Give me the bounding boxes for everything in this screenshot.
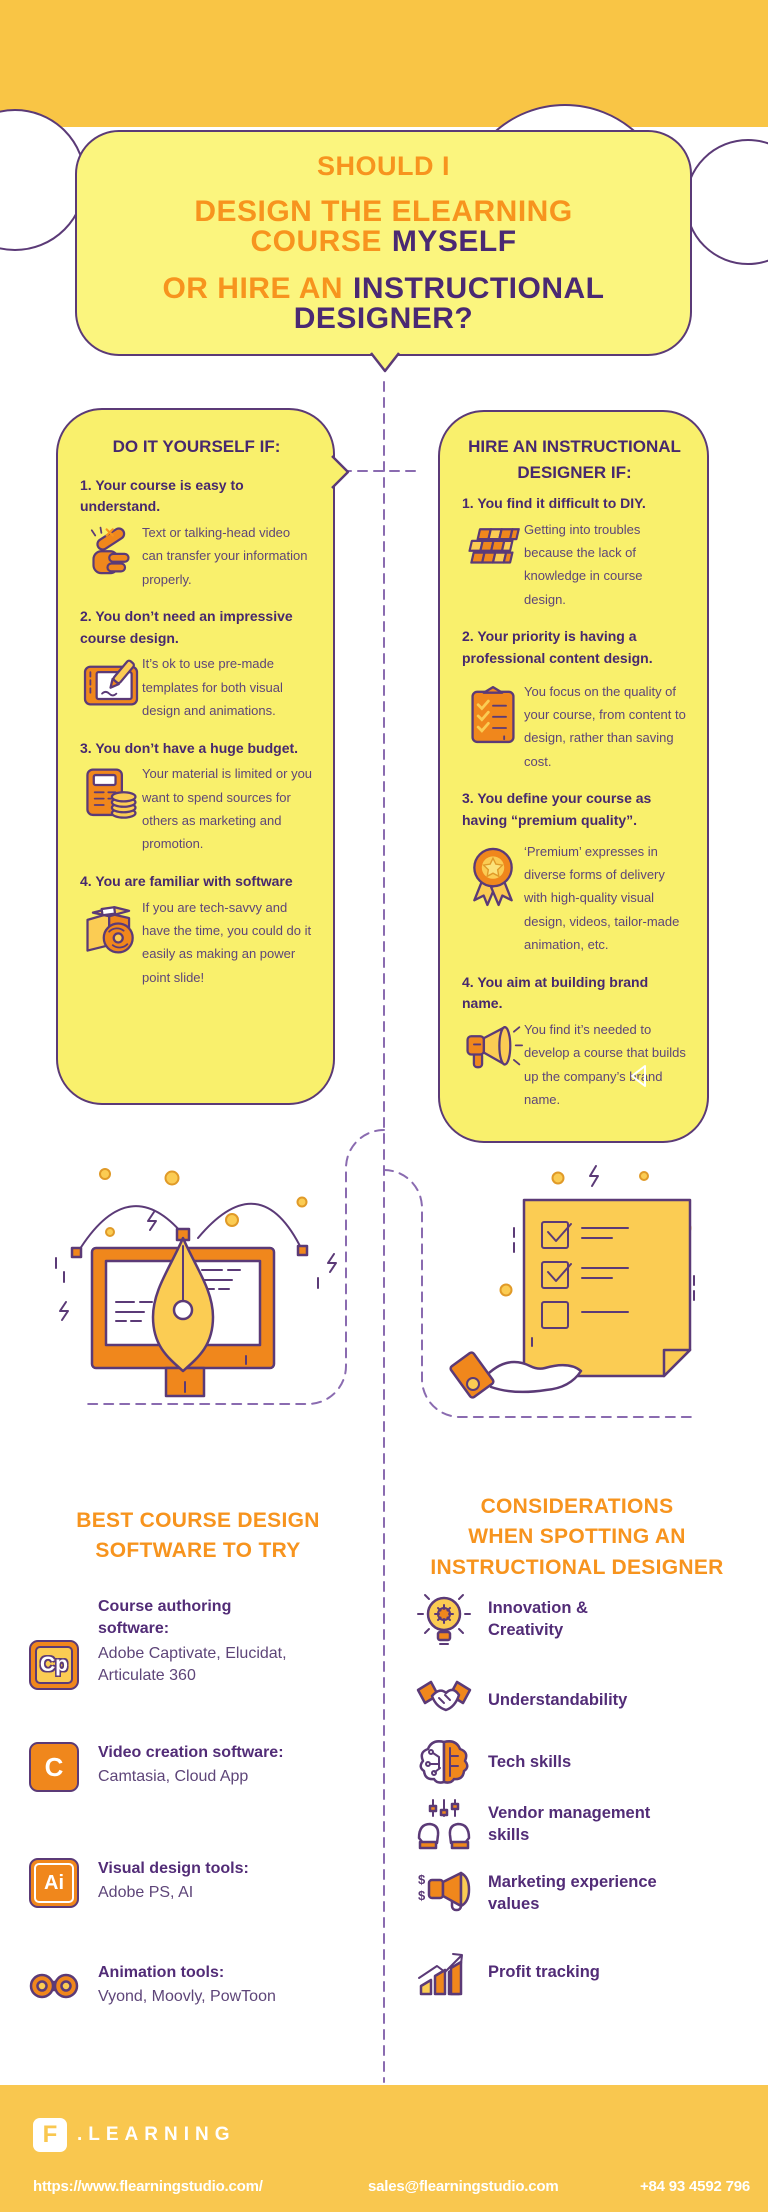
hire-heading: HIRE AN INSTRUCTIONAL DESIGNER IF: bbox=[468, 437, 681, 482]
diy-item-3: 3. You don’t have a huge budget. Your ma… bbox=[80, 738, 313, 856]
consideration-tech: Tech skills bbox=[414, 1738, 762, 1786]
hire-item-4: 4. You aim at building brand name. You f… bbox=[462, 972, 687, 1112]
consideration-understandability: Understandability bbox=[414, 1678, 762, 1722]
animation-links-icon bbox=[26, 1962, 82, 2009]
diy-bubble: DO IT YOURSELF IF: 1. Your course is eas… bbox=[56, 408, 350, 1105]
megaphone-icon bbox=[462, 1018, 524, 1112]
hands-sliders-icon bbox=[414, 1798, 474, 1850]
award-badge-icon bbox=[462, 840, 524, 957]
hire-item-2: 2. Your priority is having a professiona… bbox=[462, 626, 687, 773]
diy-bubble-tail bbox=[331, 455, 350, 489]
footer-email-link[interactable]: sales@flearningstudio.com bbox=[368, 2178, 559, 2195]
camtasia-icon: C bbox=[26, 1742, 82, 1792]
drawing-tablet-icon bbox=[80, 652, 142, 722]
lightbulb-gear-icon bbox=[414, 1588, 474, 1650]
diy-item-1: 1. Your course is easy to understand. Te… bbox=[80, 475, 313, 592]
consideration-marketing: $ $ Marketing experience values bbox=[414, 1868, 762, 1918]
flearning-logo: F .LEARNING bbox=[33, 2118, 236, 2152]
design-monitor-illustration bbox=[55, 1168, 337, 1398]
software-section-heading: BEST COURSE DESIGN SOFTWARE TO TRY bbox=[76, 1509, 320, 1563]
handshake-icon bbox=[414, 1678, 474, 1722]
rubiks-cube-icon bbox=[462, 518, 524, 612]
captivate-icon: Cp bbox=[26, 1596, 82, 1690]
footer: F .LEARNING https://www.flearningstudio.… bbox=[0, 2085, 768, 2212]
footer-phone-link[interactable]: +84 93 4592 796 bbox=[639, 2178, 750, 2195]
title-bubble-tail bbox=[370, 352, 400, 373]
diy-item-2: 2. You don’t need an impressive course d… bbox=[80, 606, 313, 723]
pointing-hand-icon bbox=[80, 521, 142, 591]
svg-text:$: $ bbox=[418, 1872, 426, 1887]
consideration-vendor: Vendor management skills bbox=[414, 1798, 762, 1850]
brain-icon bbox=[414, 1738, 474, 1786]
considerations-section-heading: CONSIDERATIONS WHEN SPOTTING AN INSTRUCT… bbox=[430, 1495, 724, 1579]
hire-item-1: 1. You find it difficult to DIY. Getting… bbox=[462, 493, 687, 611]
software-box-icon bbox=[80, 896, 142, 990]
footer-website-link[interactable]: https://www.flearningstudio.com/ bbox=[33, 2178, 263, 2195]
clipboard-checklist-icon bbox=[462, 680, 524, 774]
checklist-hand-illustration bbox=[449, 1165, 695, 1399]
dashed-flow-lines bbox=[87, 381, 693, 2083]
software-item-visual: Ai Visual design tools: Adobe PS, AI bbox=[26, 1858, 374, 1908]
consideration-innovation: Innovation & Creativity bbox=[414, 1588, 762, 1650]
svg-text:$: $ bbox=[418, 1888, 426, 1903]
title-line-1: SHOULD I bbox=[316, 150, 450, 181]
software-item-video: C Video creation software: Camtasia, Clo… bbox=[26, 1742, 374, 1792]
growth-chart-icon bbox=[414, 1948, 474, 1996]
software-item-authoring: Cp Course authoring software: Adobe Capt… bbox=[26, 1596, 374, 1690]
triangle-decoration-icon bbox=[631, 1065, 646, 1087]
megaphone-dollar-icon: $ $ bbox=[414, 1868, 474, 1918]
diy-item-4: 4. You are familiar with software If you… bbox=[80, 871, 313, 989]
software-item-animation: Animation tools: Vyond, Moovly, PowToon bbox=[26, 1962, 374, 2009]
logo-f-icon: F bbox=[33, 2118, 67, 2152]
hire-item-3: 3. You define your course as having “pre… bbox=[462, 788, 687, 956]
consideration-profit: Profit tracking bbox=[414, 1948, 762, 1996]
calculator-coins-icon bbox=[80, 762, 142, 856]
hire-bubble: HIRE AN INSTRUCTIONAL DESIGNER IF: 1. Yo… bbox=[438, 410, 709, 1143]
illustrator-icon: Ai bbox=[26, 1858, 82, 1908]
diy-heading: DO IT YOURSELF IF: bbox=[112, 437, 281, 456]
